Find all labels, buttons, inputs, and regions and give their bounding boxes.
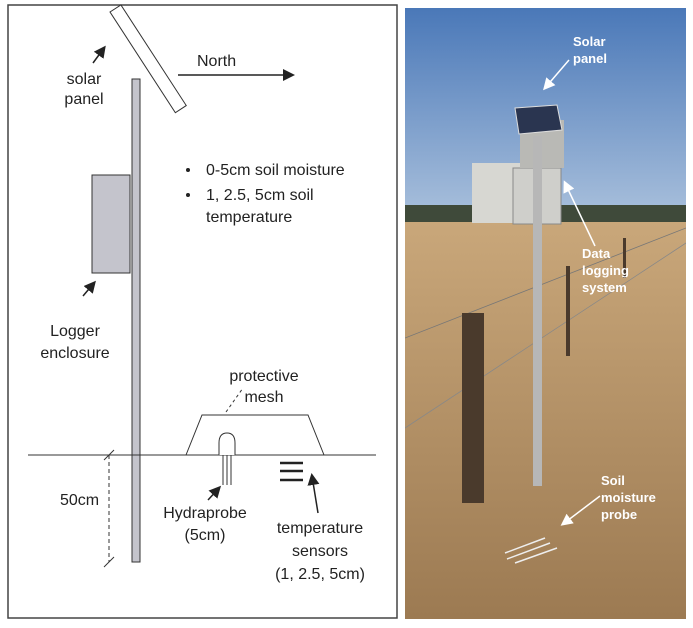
photo-solar-label-2: panel [573, 51, 607, 66]
fence-wire [405, 227, 686, 339]
bullet-soil-moisture: 0-5cm soil moisture [206, 162, 345, 179]
depth-tick-top [103, 449, 115, 461]
temp-sensor-label-1: temperature [277, 520, 363, 537]
station-schematic: solar panel North 0-5cm soil moisture 1,… [7, 4, 398, 619]
diagram-frame [7, 4, 398, 619]
photo-probe-arrow [560, 495, 601, 526]
logger-enclosure-shape [91, 174, 131, 274]
fence-wire [405, 242, 686, 429]
temp-sensor-label-3: (1, 2.5, 5cm) [275, 566, 365, 583]
photo-probe-label-2: moisture [601, 490, 656, 505]
solar-panel-label-1: solar [67, 71, 102, 88]
photo-solar-arrow [543, 59, 570, 91]
mesh-label-2: mesh [244, 389, 283, 406]
fence-post [462, 313, 484, 503]
bullet-dot [186, 168, 190, 172]
depth-tick-bottom [103, 556, 115, 568]
temp-sensor-arrow [307, 473, 320, 514]
bullet-soil-temperature-1: 1, 2.5, 5cm soil [206, 187, 314, 204]
depth-label: 50cm [60, 492, 99, 509]
logger-arrow [82, 280, 96, 297]
north-label: North [197, 53, 236, 70]
logger-label-2: enclosure [40, 345, 109, 362]
solar-panel-photo [514, 104, 563, 135]
field [405, 222, 686, 619]
photo-logging-arrow [563, 180, 596, 247]
solar-panel-arrow [92, 45, 106, 64]
bullet-soil-temperature-2: temperature [206, 209, 292, 226]
hydraprobe-arrow [207, 485, 222, 501]
protective-mesh-shape [185, 414, 325, 456]
photo-probe-label-1: Soil [601, 473, 625, 488]
mesh-label-1: protective [229, 368, 298, 385]
temp-sensor-label-2: sensors [292, 543, 348, 560]
logger-label-1: Logger [50, 323, 100, 340]
field-photo: Solar panel Data logging system Soil moi… [405, 8, 686, 619]
soil-probe-photo [504, 537, 558, 564]
fence-post [566, 266, 570, 356]
photo-logging-label-1: Data [582, 246, 611, 261]
pole-photo [533, 136, 542, 486]
photo-probe-label-3: probe [601, 507, 637, 522]
photo-solar-label-1: Solar [573, 34, 606, 49]
solar-panel-shape [109, 4, 187, 114]
photo-logging-label-3: system [582, 280, 627, 295]
fence-post [623, 238, 626, 278]
photo-logging-label-2: logging [582, 263, 629, 278]
hydraprobe-shape [218, 432, 236, 455]
hydraprobe-label-1: Hydraprobe [163, 505, 247, 522]
bullet-dot [186, 193, 190, 197]
mesh-pointer [225, 387, 244, 413]
hydraprobe-label-2: (5cm) [185, 527, 226, 544]
pole [131, 78, 141, 563]
solar-panel-label-2: panel [64, 91, 103, 108]
